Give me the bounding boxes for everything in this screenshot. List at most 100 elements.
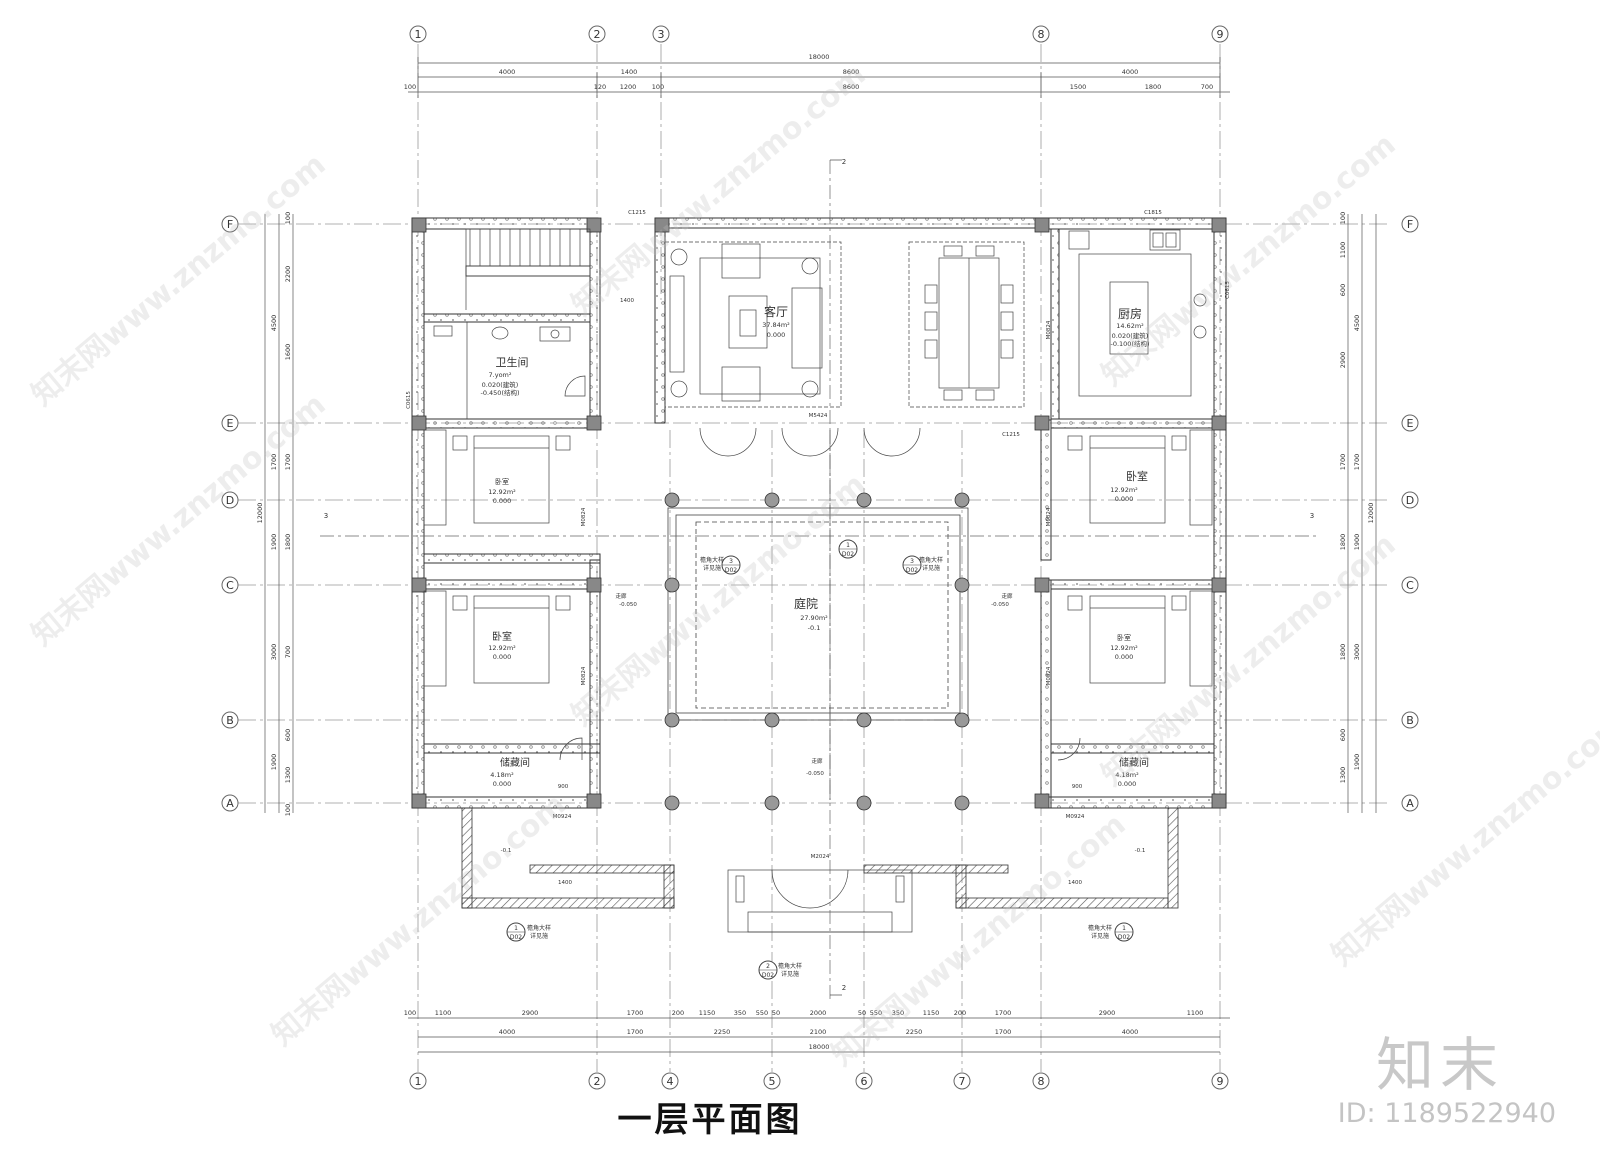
svg-text:1700: 1700 [995, 1009, 1012, 1017]
svg-text:1: 1 [415, 1075, 422, 1088]
svg-text:详见施: 详见施 [530, 932, 548, 940]
svg-text:4000: 4000 [499, 68, 516, 76]
staircase [465, 228, 591, 310]
svg-text:1100: 1100 [1187, 1009, 1204, 1017]
svg-text:900: 900 [558, 784, 569, 790]
svg-text:F: F [227, 218, 233, 231]
bathroom-fixtures [433, 322, 586, 419]
svg-text:1800: 1800 [1339, 644, 1347, 661]
svg-text:-0.1: -0.1 [1135, 848, 1146, 854]
brand-logo: 知末 [1375, 1031, 1504, 1099]
svg-text:4.18m²: 4.18m² [1115, 771, 1139, 779]
svg-text:1150: 1150 [923, 1009, 940, 1017]
svg-text:18000: 18000 [809, 53, 830, 61]
svg-text:8600: 8600 [843, 83, 860, 91]
svg-text:50: 50 [858, 1009, 866, 1017]
svg-text:0.000: 0.000 [493, 780, 512, 788]
svg-text:120: 120 [594, 83, 606, 91]
svg-text:1700: 1700 [284, 454, 292, 471]
svg-text:600: 600 [284, 729, 292, 741]
svg-text:檐角大样: 檐角大样 [778, 962, 802, 970]
svg-text:2: 2 [842, 158, 846, 166]
svg-text:2250: 2250 [714, 1028, 731, 1036]
svg-text:1700: 1700 [995, 1028, 1012, 1036]
svg-text:100: 100 [284, 804, 292, 816]
svg-text:12.92m²: 12.92m² [488, 644, 516, 652]
svg-text:14.62m²: 14.62m² [1116, 322, 1144, 330]
svg-text:1100: 1100 [435, 1009, 452, 1017]
svg-text:600: 600 [1339, 729, 1347, 741]
room-name-courtyard: 庭院 [794, 596, 818, 611]
svg-text:0.000: 0.000 [767, 331, 786, 339]
svg-text:550: 550 [756, 1009, 768, 1017]
svg-text:2900: 2900 [1099, 1009, 1116, 1017]
svg-text:檐角大样: 檐角大样 [1088, 924, 1112, 932]
svg-text:12.92m²: 12.92m² [1110, 644, 1138, 652]
front-boundary-walls [461, 807, 1179, 909]
svg-text:1300: 1300 [1339, 767, 1347, 784]
svg-text:4000: 4000 [499, 1028, 516, 1036]
svg-text:详见施: 详见施 [781, 970, 799, 978]
svg-text:37.84m²: 37.84m² [762, 321, 790, 329]
svg-text:走廊: 走廊 [1001, 592, 1013, 600]
svg-text:1100: 1100 [1339, 242, 1347, 259]
annotations: C1215 C1815 C1215 C0615 C0615 M5424 M202… [324, 158, 1314, 992]
svg-text:27.90m²: 27.90m² [800, 614, 828, 622]
svg-text:9: 9 [1217, 1075, 1224, 1088]
dimension-lines [264, 57, 1377, 1053]
svg-text:M0924: M0924 [553, 814, 572, 820]
svg-text:1400: 1400 [621, 68, 638, 76]
svg-text:1400: 1400 [620, 298, 634, 304]
svg-text:12000: 12000 [1367, 503, 1375, 524]
drawing-title: 一层平面图 [617, 1100, 803, 1140]
svg-text:1900: 1900 [270, 754, 278, 771]
svg-text:D: D [1406, 494, 1414, 507]
svg-text:350: 350 [892, 1009, 904, 1017]
svg-text:0.000: 0.000 [1115, 495, 1134, 503]
svg-text:3000: 3000 [270, 644, 278, 661]
svg-text:C0615: C0615 [406, 391, 412, 409]
svg-text:0.020(建筑): 0.020(建筑) [482, 380, 519, 389]
svg-text:1: 1 [514, 925, 518, 932]
courtyard-columns [664, 492, 970, 811]
svg-text:1200: 1200 [620, 83, 637, 91]
svg-text:9: 9 [1217, 28, 1224, 41]
svg-text:1150: 1150 [699, 1009, 716, 1017]
svg-text:1900: 1900 [1353, 754, 1361, 771]
svg-text:M2024: M2024 [811, 854, 830, 860]
svg-text:2100: 2100 [810, 1028, 827, 1036]
svg-text:50: 50 [772, 1009, 780, 1017]
svg-text:-0.1: -0.1 [808, 624, 821, 632]
svg-text:0.000: 0.000 [493, 497, 512, 505]
svg-text:700: 700 [284, 646, 292, 658]
svg-text:3000: 3000 [1353, 644, 1361, 661]
svg-text:4500: 4500 [270, 315, 278, 332]
dimension-texts: 18000 4000 1400 8600 4000 100 120 1200 1… [404, 53, 1213, 1051]
svg-text:M0824: M0824 [1046, 507, 1052, 526]
svg-text:C1815: C1815 [1144, 210, 1162, 216]
svg-text:350: 350 [734, 1009, 746, 1017]
svg-text:M0824: M0824 [1046, 320, 1052, 339]
svg-text:E: E [1407, 417, 1414, 430]
room-name-bedroom-4: 卧室 [1117, 633, 1131, 642]
svg-text:1700: 1700 [1353, 454, 1361, 471]
svg-text:8: 8 [1038, 28, 1045, 41]
svg-text:2900: 2900 [1339, 352, 1347, 369]
svg-text:900: 900 [1072, 784, 1083, 790]
svg-text:0.020(建筑): 0.020(建筑) [1112, 331, 1149, 340]
svg-text:18000: 18000 [809, 1043, 830, 1051]
svg-text:1: 1 [1122, 925, 1126, 932]
svg-text:12000: 12000 [256, 503, 264, 524]
svg-text:3: 3 [658, 28, 665, 41]
room-name-bath: 卫生间 [496, 355, 529, 369]
svg-text:3: 3 [324, 512, 328, 520]
svg-text:-0.050: -0.050 [806, 771, 824, 777]
svg-text:600: 600 [1339, 284, 1347, 296]
front-gate [320, 159, 1320, 1000]
svg-text:D02: D02 [842, 551, 854, 558]
svg-text:C0615: C0615 [1225, 281, 1231, 299]
svg-text:550: 550 [870, 1009, 882, 1017]
svg-text:200: 200 [954, 1009, 966, 1017]
svg-text:2250: 2250 [906, 1028, 923, 1036]
